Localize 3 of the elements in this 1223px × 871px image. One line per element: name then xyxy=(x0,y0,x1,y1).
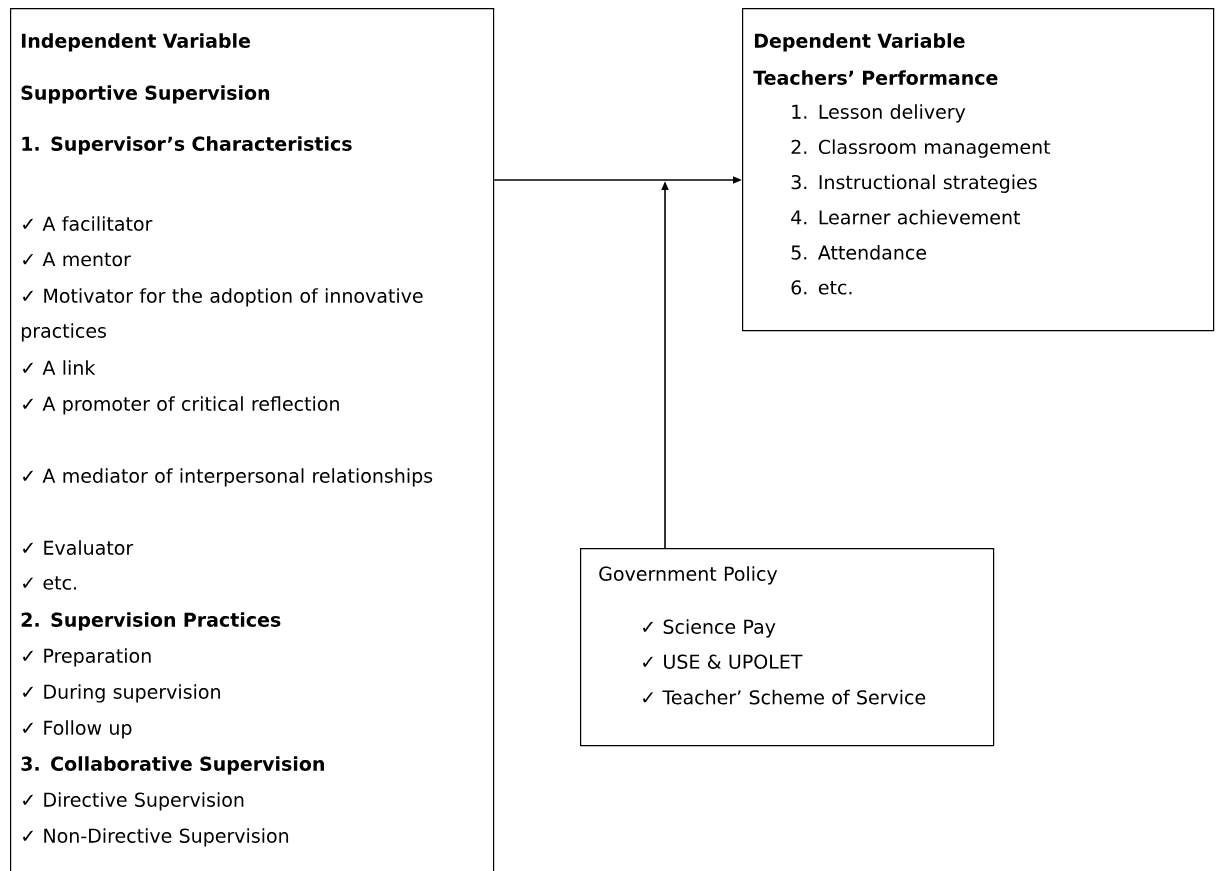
variable-box: Dependent Variable Teachers’ Performance 1. Lesson delivery 2. Classroom management 3. Instructional strategies 4. Learner achievement 5. Attendance 6. etc. xyxy=(742,8,1215,332)
policy-box: Government Policy ✓ Science Pay ✓ USE & UPOLET ✓ Teacher’ Scheme of Service xyxy=(580,548,995,747)
variable-box: Independent Variable Supportive Supervision 1. Supervisor’s Characteristics ✓ A facilitator ✓ A mentor ✓ Motivator for the adoption of innovative practices ✓ A link ✓ A promoter of critical reflection ✓ A mediator of interpersonal relationships ✓ Evaluator ✓ etc. 2. Supervision Practices ✓ Preparation ✓ During supervision ✓ Follow up 3. Collaborative Supervision ✓ Directive Supervision ✓ Non-Directive Supervision xyxy=(10,8,495,871)
